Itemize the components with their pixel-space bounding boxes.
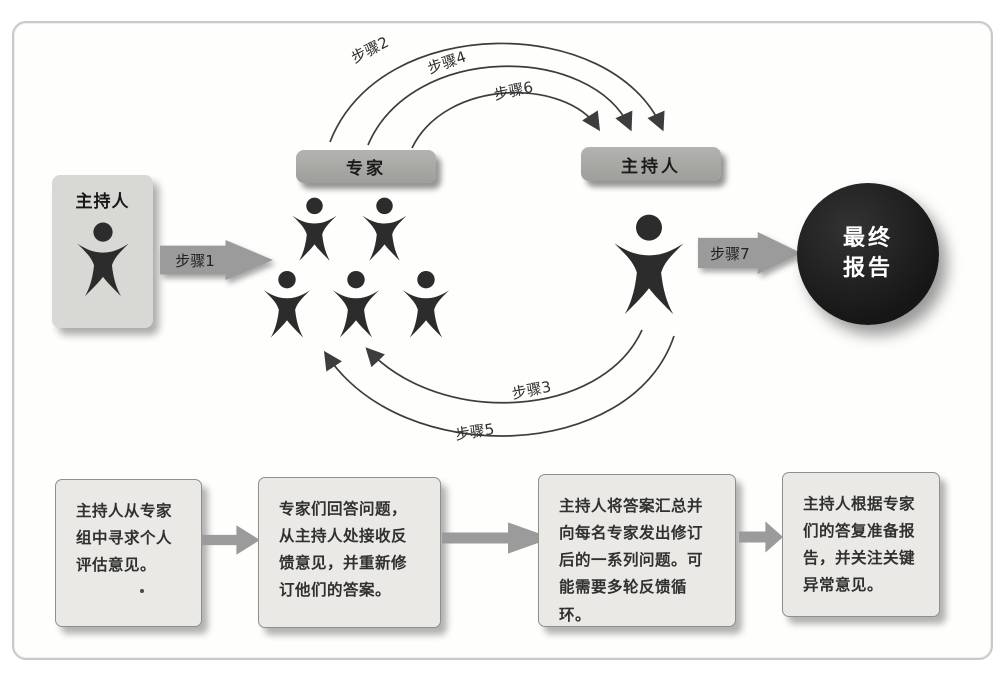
step7-label: 步骤7	[710, 244, 750, 263]
flow-box-3-text: 主持人将答案汇总并向每名专家发出修订后的一系列问题。可能需要多轮反馈循环。	[559, 497, 704, 624]
final-report-line2: 报告	[842, 256, 893, 281]
step7-arrow: 步骤7	[698, 232, 801, 274]
final-report-line1: 最终	[842, 226, 893, 252]
flow-box-2-text: 专家们回答问题，从主持人处接收反馈意见，并重新修订他们的答案。	[279, 500, 408, 600]
moderator-pill: 主持人	[581, 147, 721, 181]
flow-box-3: 主持人将答案汇总并向每名专家发出修订后的一系列问题。可能需要多轮反馈循环。	[538, 474, 736, 627]
flow-box-4-text: 主持人根据专家们的答复准备报告，并关注关键异常意见。	[803, 495, 916, 595]
final-report-circle: 最终 报告	[797, 183, 939, 325]
expert-person-icon	[327, 266, 385, 342]
person-icon	[71, 216, 135, 302]
ink-speck	[140, 589, 144, 593]
expert-person-icon	[357, 196, 412, 262]
expert-person-icon	[397, 266, 455, 342]
expert-person-icon	[287, 196, 342, 262]
moderator-pill-label: 主持人	[621, 156, 681, 177]
moderator-person-icon	[604, 212, 694, 316]
step1-label: 步骤1	[175, 251, 215, 270]
step1-arrow: 步骤1	[160, 240, 273, 280]
flow-box-1: 主持人从专家组中寻求个人评估意见。	[55, 479, 202, 627]
experts-pill-label: 专家	[346, 159, 386, 179]
moderator-card-title: 主持人	[75, 192, 130, 212]
experts-pill: 专家	[296, 150, 436, 183]
flow-box-2: 专家们回答问题，从主持人处接收反馈意见，并重新修订他们的答案。	[258, 477, 441, 628]
expert-person-icon	[258, 266, 316, 342]
moderator-card: 主持人	[52, 175, 153, 328]
flow-box-1-text: 主持人从专家组中寻求个人评估意见。	[76, 502, 173, 575]
flow-box-4: 主持人根据专家们的答复准备报告，并关注关键异常意见。	[782, 472, 940, 617]
